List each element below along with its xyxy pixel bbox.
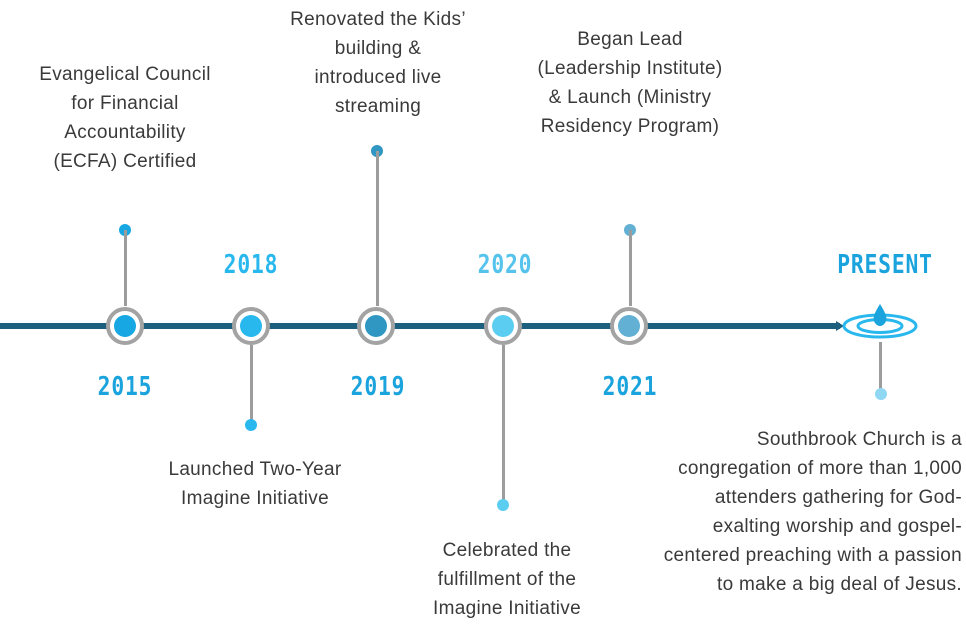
milestone-2021-year: 2021 (602, 372, 658, 402)
water-drop-ripple-icon (842, 304, 918, 339)
milestone-2020-node-fill (492, 315, 514, 337)
milestone-2015-year: 2015 (97, 372, 153, 402)
milestone-present-text: Southbrook Church is a congregation of m… (663, 429, 962, 595)
milestone-2020-text: Celebrated the fulfillment of the Imagin… (433, 540, 581, 619)
milestone-2021-text: Began Lead (Leadership Institute) & Laun… (537, 29, 723, 137)
milestone-2019-stem (376, 151, 379, 306)
milestone-2021-node (610, 307, 648, 345)
milestone-2018-text: Launched Two-Year Imagine Initiative (168, 459, 342, 509)
milestone-2015-text: Evangelical Council for Financial Accoun… (39, 64, 211, 172)
milestone-2021-node-fill (618, 315, 640, 337)
milestone-2019-node-fill (365, 315, 387, 337)
milestone-2015-node-fill (114, 315, 136, 337)
milestone-2020-year: 2020 (477, 250, 533, 280)
milestone-2020-node (484, 307, 522, 345)
milestone-2020-dot (497, 499, 509, 511)
milestone-present-year: PRESENT (837, 250, 933, 280)
milestone-2019-node (357, 307, 395, 345)
milestone-2019-year: 2019 (350, 372, 406, 402)
milestone-2015-stem (124, 230, 127, 306)
timeline-axis (0, 323, 840, 329)
milestone-2020-stem (502, 345, 505, 505)
milestone-2018-dot (245, 419, 257, 431)
milestone-2021-stem (629, 230, 632, 306)
milestone-2018-stem (250, 345, 253, 423)
milestone-present-stem (879, 342, 882, 392)
milestone-2015-node (106, 307, 144, 345)
milestone-2018-node (232, 307, 270, 345)
milestone-2019-text: Renovated the Kids’ building & introduce… (290, 9, 466, 117)
milestone-2018-year: 2018 (223, 250, 279, 280)
milestone-present-dot (875, 388, 887, 400)
timeline-axis-arrow (836, 321, 844, 331)
milestone-2018-node-fill (240, 315, 262, 337)
